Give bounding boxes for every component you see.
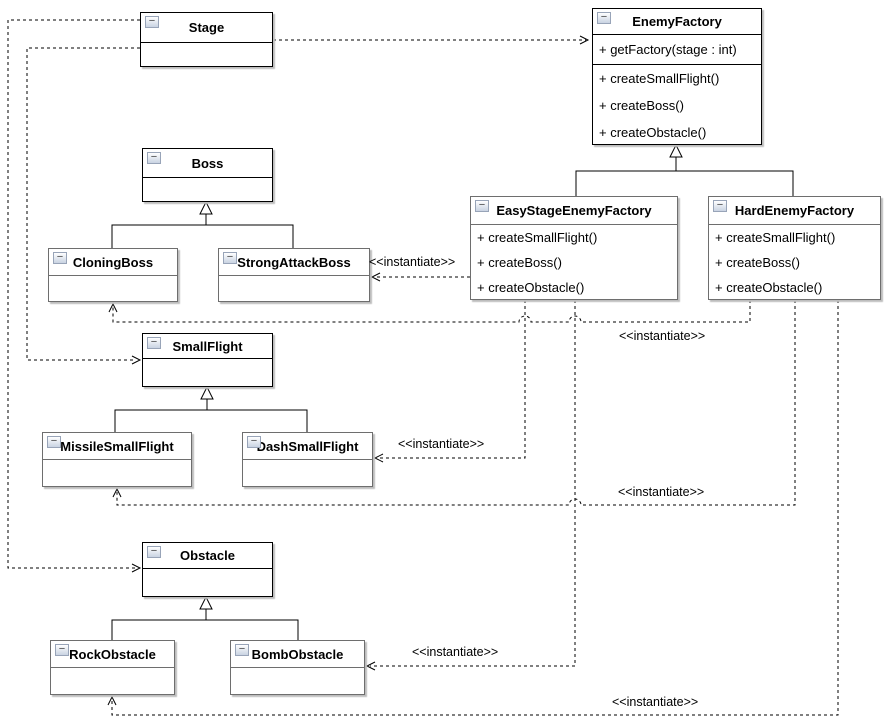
class-easystageenemyfactory[interactable]: − EasyStageEnemyFactory + createSmallFli… <box>470 196 678 300</box>
class-name: Stage <box>188 20 225 35</box>
method: + createSmallFlight() <box>477 230 598 245</box>
class-strongattackboss[interactable]: − StrongAttackBoss <box>218 248 370 302</box>
edge-instantiate-hard-cloningboss[interactable] <box>108 300 751 323</box>
class-missilesmallflight[interactable]: − MissileSmallFlight <box>42 432 192 487</box>
class-easystageenemyfactory-header: − EasyStageEnemyFactory <box>471 197 677 224</box>
class-stage-header: − Stage <box>141 13 272 42</box>
empty-compartment <box>143 177 272 201</box>
class-obstacle-header: − Obstacle <box>143 543 272 568</box>
class-strongattackboss-header: − StrongAttackBoss <box>219 249 369 275</box>
class-bombobstacle[interactable]: − BombObstacle <box>230 640 365 695</box>
edge-generalization-obstacles-to-obstacle[interactable] <box>111 595 299 640</box>
class-name: HardEnemyFactory <box>734 203 855 218</box>
edge-instantiate-easy-dashsmallflight[interactable] <box>373 300 526 463</box>
class-boss[interactable]: − Boss <box>142 148 273 202</box>
edge-generalization-bosses-to-boss[interactable] <box>111 200 294 248</box>
collapse-icon[interactable]: − <box>55 644 69 656</box>
collapse-icon[interactable]: − <box>247 436 261 448</box>
class-cloningboss[interactable]: − CloningBoss <box>48 248 178 302</box>
empty-compartment <box>49 275 177 301</box>
class-cloningboss-header: − CloningBoss <box>49 249 177 275</box>
edge-instantiate-easy-bombobstacle[interactable] <box>365 300 576 671</box>
class-hardenemyfactory-header: − HardEnemyFactory <box>709 197 880 224</box>
collapse-icon[interactable]: − <box>47 436 61 448</box>
method: + createBoss() <box>477 255 562 270</box>
edge-label-instantiate[interactable]: <<instantiate>> <box>618 485 705 499</box>
class-smallflight[interactable]: − SmallFlight <box>142 333 273 387</box>
operations-compartment: + createSmallFlight() + createBoss() + c… <box>593 64 761 146</box>
collapse-icon[interactable]: − <box>235 644 249 656</box>
class-dashsmallflight[interactable]: − DashSmallFlight <box>242 432 373 487</box>
edge-label-instantiate[interactable]: <<instantiate>> <box>412 645 499 659</box>
class-name: RockObstacle <box>69 646 156 662</box>
class-name: EasyStageEnemyFactory <box>496 203 652 218</box>
edge-generalization-flights-to-smallflight[interactable] <box>114 385 308 432</box>
class-stage[interactable]: − Stage <box>140 12 273 67</box>
class-smallflight-header: − SmallFlight <box>143 334 272 358</box>
collapse-icon[interactable]: − <box>147 337 161 349</box>
empty-compartment <box>243 459 372 486</box>
empty-compartment <box>143 358 272 386</box>
edge-label-instantiate[interactable]: <<instantiate>> <box>619 329 706 343</box>
collapse-icon[interactable]: − <box>475 200 489 212</box>
class-bombobstacle-header: − BombObstacle <box>231 641 364 667</box>
collapse-icon[interactable]: − <box>145 16 159 28</box>
empty-compartment <box>43 459 191 486</box>
class-name: SmallFlight <box>172 338 243 354</box>
class-name: CloningBoss <box>72 254 154 270</box>
method: + createObstacle() <box>599 125 707 140</box>
edge-instantiate-hard-rockobstacle[interactable] <box>107 300 839 716</box>
class-name: StrongAttackBoss <box>237 254 351 270</box>
class-name: Obstacle <box>180 548 235 563</box>
method: + getFactory(stage : int) <box>599 42 737 57</box>
edge-dependency-stage-smallflight[interactable] <box>26 47 142 365</box>
empty-compartment <box>51 667 174 694</box>
class-enemyfactory-header: − EnemyFactory <box>593 9 761 34</box>
edge-dependency-stage-obstacle[interactable] <box>7 19 142 573</box>
class-name: DashSmallFlight <box>256 438 359 454</box>
empty-compartment <box>141 42 272 66</box>
class-hardenemyfactory[interactable]: − HardEnemyFactory + createSmallFlight()… <box>708 196 881 300</box>
edge-label-instantiate[interactable]: <<instantiate>> <box>369 255 456 269</box>
collapse-icon[interactable]: − <box>597 12 611 24</box>
class-rockobstacle-header: − RockObstacle <box>51 641 174 667</box>
method: + createObstacle() <box>477 280 585 295</box>
method: + createBoss() <box>715 255 800 270</box>
method: + createSmallFlight() <box>599 71 720 86</box>
class-name: Boss <box>191 155 224 171</box>
class-name: BombObstacle <box>251 646 344 662</box>
method: + createObstacle() <box>715 280 823 295</box>
collapse-icon[interactable]: − <box>713 200 727 212</box>
edge-dependency-stage-enemyfactory[interactable] <box>273 35 590 45</box>
collapse-icon[interactable]: − <box>53 252 67 264</box>
empty-compartment <box>231 667 364 694</box>
operations-compartment: + createSmallFlight() + createBoss() + c… <box>471 224 677 300</box>
collapse-icon[interactable]: − <box>147 546 161 558</box>
method: + createSmallFlight() <box>715 230 836 245</box>
empty-compartment <box>219 275 369 301</box>
class-name: MissileSmallFlight <box>60 438 174 454</box>
edge-generalization-factories-to-enemyfactory[interactable] <box>575 143 794 196</box>
class-obstacle[interactable]: − Obstacle <box>142 542 273 597</box>
class-rockobstacle[interactable]: − RockObstacle <box>50 640 175 695</box>
class-dashsmallflight-header: − DashSmallFlight <box>243 433 372 459</box>
edge-instantiate-hard-missilesmallflight[interactable] <box>112 300 796 506</box>
operations-compartment: + getFactory(stage : int) <box>593 34 761 64</box>
empty-compartment <box>143 568 272 596</box>
edge-label-instantiate[interactable]: <<instantiate>> <box>398 437 485 451</box>
class-missilesmallflight-header: − MissileSmallFlight <box>43 433 191 459</box>
class-enemyfactory[interactable]: − EnemyFactory + getFactory(stage : int)… <box>592 8 762 145</box>
collapse-icon[interactable]: − <box>147 152 161 164</box>
edge-label-instantiate[interactable]: <<instantiate>> <box>612 695 699 709</box>
operations-compartment: + createSmallFlight() + createBoss() + c… <box>709 224 880 300</box>
edge-instantiate-easy-strongattackboss[interactable] <box>370 272 470 282</box>
class-name: EnemyFactory <box>632 14 722 29</box>
method: + createBoss() <box>599 98 684 113</box>
collapse-icon[interactable]: − <box>223 252 237 264</box>
class-boss-header: − Boss <box>143 149 272 177</box>
